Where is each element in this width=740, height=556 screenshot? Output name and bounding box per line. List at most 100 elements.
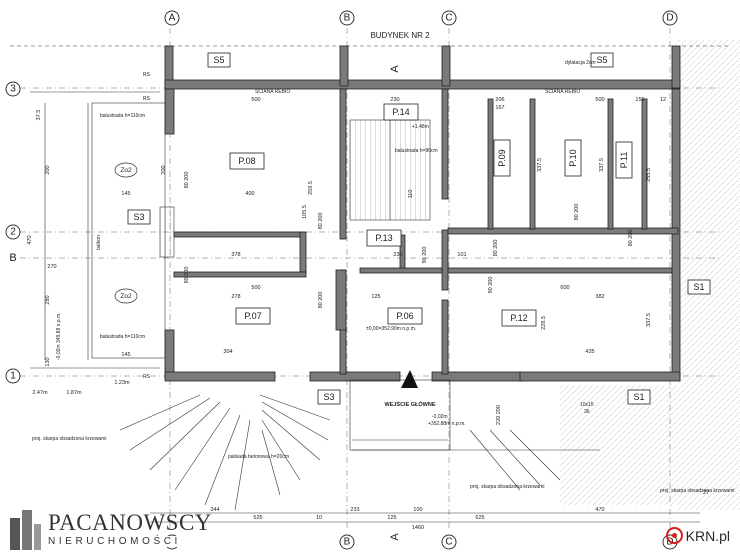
svg-text:A: A: [389, 65, 401, 73]
watermark-icon: [665, 527, 683, 544]
svg-text:dylatacja 2cm: dylatacja 2cm: [565, 60, 596, 66]
axis-bubble-3: 3: [5, 81, 21, 97]
svg-text:ŚCIANA REBIO: ŚCIANA REBIO: [545, 87, 580, 95]
svg-text:RS: RS: [143, 72, 151, 78]
svg-text:280: 280: [45, 295, 51, 304]
svg-text:1460: 1460: [412, 525, 424, 531]
section-marker-a-top: A: [389, 65, 401, 73]
svg-text:37.5: 37.5: [36, 110, 42, 121]
svg-text:ŚCIANA REBIO: ŚCIANA REBIO: [255, 87, 290, 95]
svg-text:344: 344: [210, 507, 219, 513]
svg-text:12: 12: [660, 97, 666, 103]
axis-bubble-1: 1: [5, 368, 21, 384]
svg-text:2: 2: [10, 227, 16, 238]
svg-text:S1: S1: [633, 392, 644, 402]
svg-text:D: D: [666, 13, 673, 24]
room-label-p13: P.13: [366, 229, 402, 247]
svg-text:145: 145: [121, 352, 130, 358]
svg-text:A: A: [389, 533, 401, 541]
svg-text:proj. skarpa obsadzona krzewam: proj. skarpa obsadzona krzewami: [660, 488, 734, 494]
svg-text:3: 3: [10, 84, 16, 95]
svg-text:80 200: 80 200: [184, 267, 190, 284]
svg-text:balustrada h=110cm: balustrada h=110cm: [100, 334, 145, 340]
svg-text:500: 500: [251, 97, 260, 103]
svg-text:10x15: 10x15: [580, 402, 594, 408]
room-label-p14: P.14: [383, 103, 419, 121]
svg-text:±0,00=352,90m n.p.m.: ±0,00=352,90m n.p.m.: [366, 326, 416, 332]
room-label-p10: P.10: [564, 139, 582, 177]
svg-text:382: 382: [595, 294, 604, 300]
axis-label-b: B: [9, 252, 16, 264]
svg-text:233: 233: [350, 507, 359, 513]
svg-text:1.87m: 1.87m: [66, 390, 82, 396]
svg-text:Zo2: Zo2: [120, 293, 132, 300]
entrance-label: WEJŚCIE GŁÓWNE: [384, 400, 435, 408]
svg-text:500: 500: [251, 285, 260, 291]
svg-text:80 200: 80 200: [628, 230, 634, 247]
svg-text:10: 10: [316, 515, 322, 521]
svg-text:125: 125: [387, 515, 396, 521]
svg-text:27: 27: [703, 490, 709, 496]
svg-text:220 200: 220 200: [496, 405, 502, 425]
svg-text:P.12: P.12: [510, 313, 527, 323]
section-marker-a-bottom: A: [389, 533, 401, 541]
axis-bubble-a: A: [164, 10, 180, 26]
exterior-steps: [119, 379, 700, 523]
marker-s5-left: S5: [207, 52, 231, 68]
svg-text:1: 1: [10, 371, 16, 382]
svg-text:90 200: 90 200: [488, 277, 494, 294]
dimensions-left: 200 470 280 200 130 37.5: [27, 110, 167, 367]
svg-text:P.14: P.14: [392, 107, 409, 117]
svg-text:150: 150: [635, 97, 644, 103]
svg-text:200: 200: [161, 165, 167, 174]
svg-text:125: 125: [371, 294, 380, 300]
marker-s1-right: S1: [687, 279, 711, 295]
room-label-p11: P.11: [615, 141, 633, 179]
dimensions-mid: 400 145 378 278 500 304 230 125 101 600 …: [32, 191, 604, 396]
room-label-p08: P.08: [229, 152, 265, 170]
svg-text:P.10: P.10: [568, 149, 578, 166]
svg-text:90 200: 90 200: [422, 247, 428, 264]
svg-text:400: 400: [245, 191, 254, 197]
svg-text:206: 206: [495, 97, 504, 103]
svg-text:balustrada h=90cm: balustrada h=90cm: [395, 148, 438, 154]
svg-text:625: 625: [475, 515, 484, 521]
svg-text:337.5: 337.5: [537, 158, 543, 172]
axis-bubble-b-bottom: B: [339, 534, 355, 550]
svg-text:balkon: balkon: [96, 235, 102, 250]
agency-logo-icon: [10, 510, 41, 550]
svg-text:255.5: 255.5: [646, 168, 652, 182]
svg-text:-0,02m 349,88 n.p.m.: -0,02m 349,88 n.p.m.: [56, 312, 62, 360]
svg-text:525: 525: [253, 515, 262, 521]
axis-bubble-c-bottom: C: [441, 534, 457, 550]
svg-text:470: 470: [27, 235, 33, 244]
svg-text:balustrada h=110cm: balustrada h=110cm: [100, 113, 145, 119]
watermark: KRN.pl: [665, 527, 730, 544]
svg-text:80 200: 80 200: [574, 204, 580, 221]
agency-logo: PACANOWSCY NIERUCHOMOŚCI: [4, 506, 212, 554]
svg-text:435: 435: [585, 349, 594, 355]
terrain-hatch: [560, 385, 740, 505]
svg-text:P.06: P.06: [396, 311, 413, 321]
svg-text:RS: RS: [143, 96, 151, 102]
svg-text:+1,48m: +1,48m: [412, 124, 429, 130]
svg-text:304: 304: [223, 349, 232, 355]
svg-text:P.07: P.07: [244, 311, 261, 321]
svg-text:B: B: [9, 252, 16, 264]
svg-text:Zo2: Zo2: [120, 167, 132, 174]
marker-s5-right: S5: [590, 52, 614, 68]
svg-text:500: 500: [595, 97, 604, 103]
dimensions-top: 500 230 206 167 500 150 12: [251, 97, 666, 111]
marker-s1-bottom: S1: [627, 389, 651, 405]
svg-text:proj. skarpa obsadzona krzewam: proj. skarpa obsadzona krzewami: [470, 484, 544, 490]
svg-text:2.47m: 2.47m: [32, 390, 48, 396]
axis-bubble-c: C: [441, 10, 457, 26]
svg-text:P.09: P.09: [497, 149, 507, 166]
svg-text:palisada betonowa h=20cm: palisada betonowa h=20cm: [228, 454, 289, 460]
svg-text:36: 36: [584, 409, 590, 415]
svg-text:600: 600: [560, 285, 569, 291]
svg-text:378: 378: [231, 252, 240, 258]
svg-text:80 200: 80 200: [318, 213, 324, 230]
svg-text:80 200: 80 200: [318, 292, 324, 309]
agency-logo-name: PACANOWSCY: [48, 510, 212, 535]
